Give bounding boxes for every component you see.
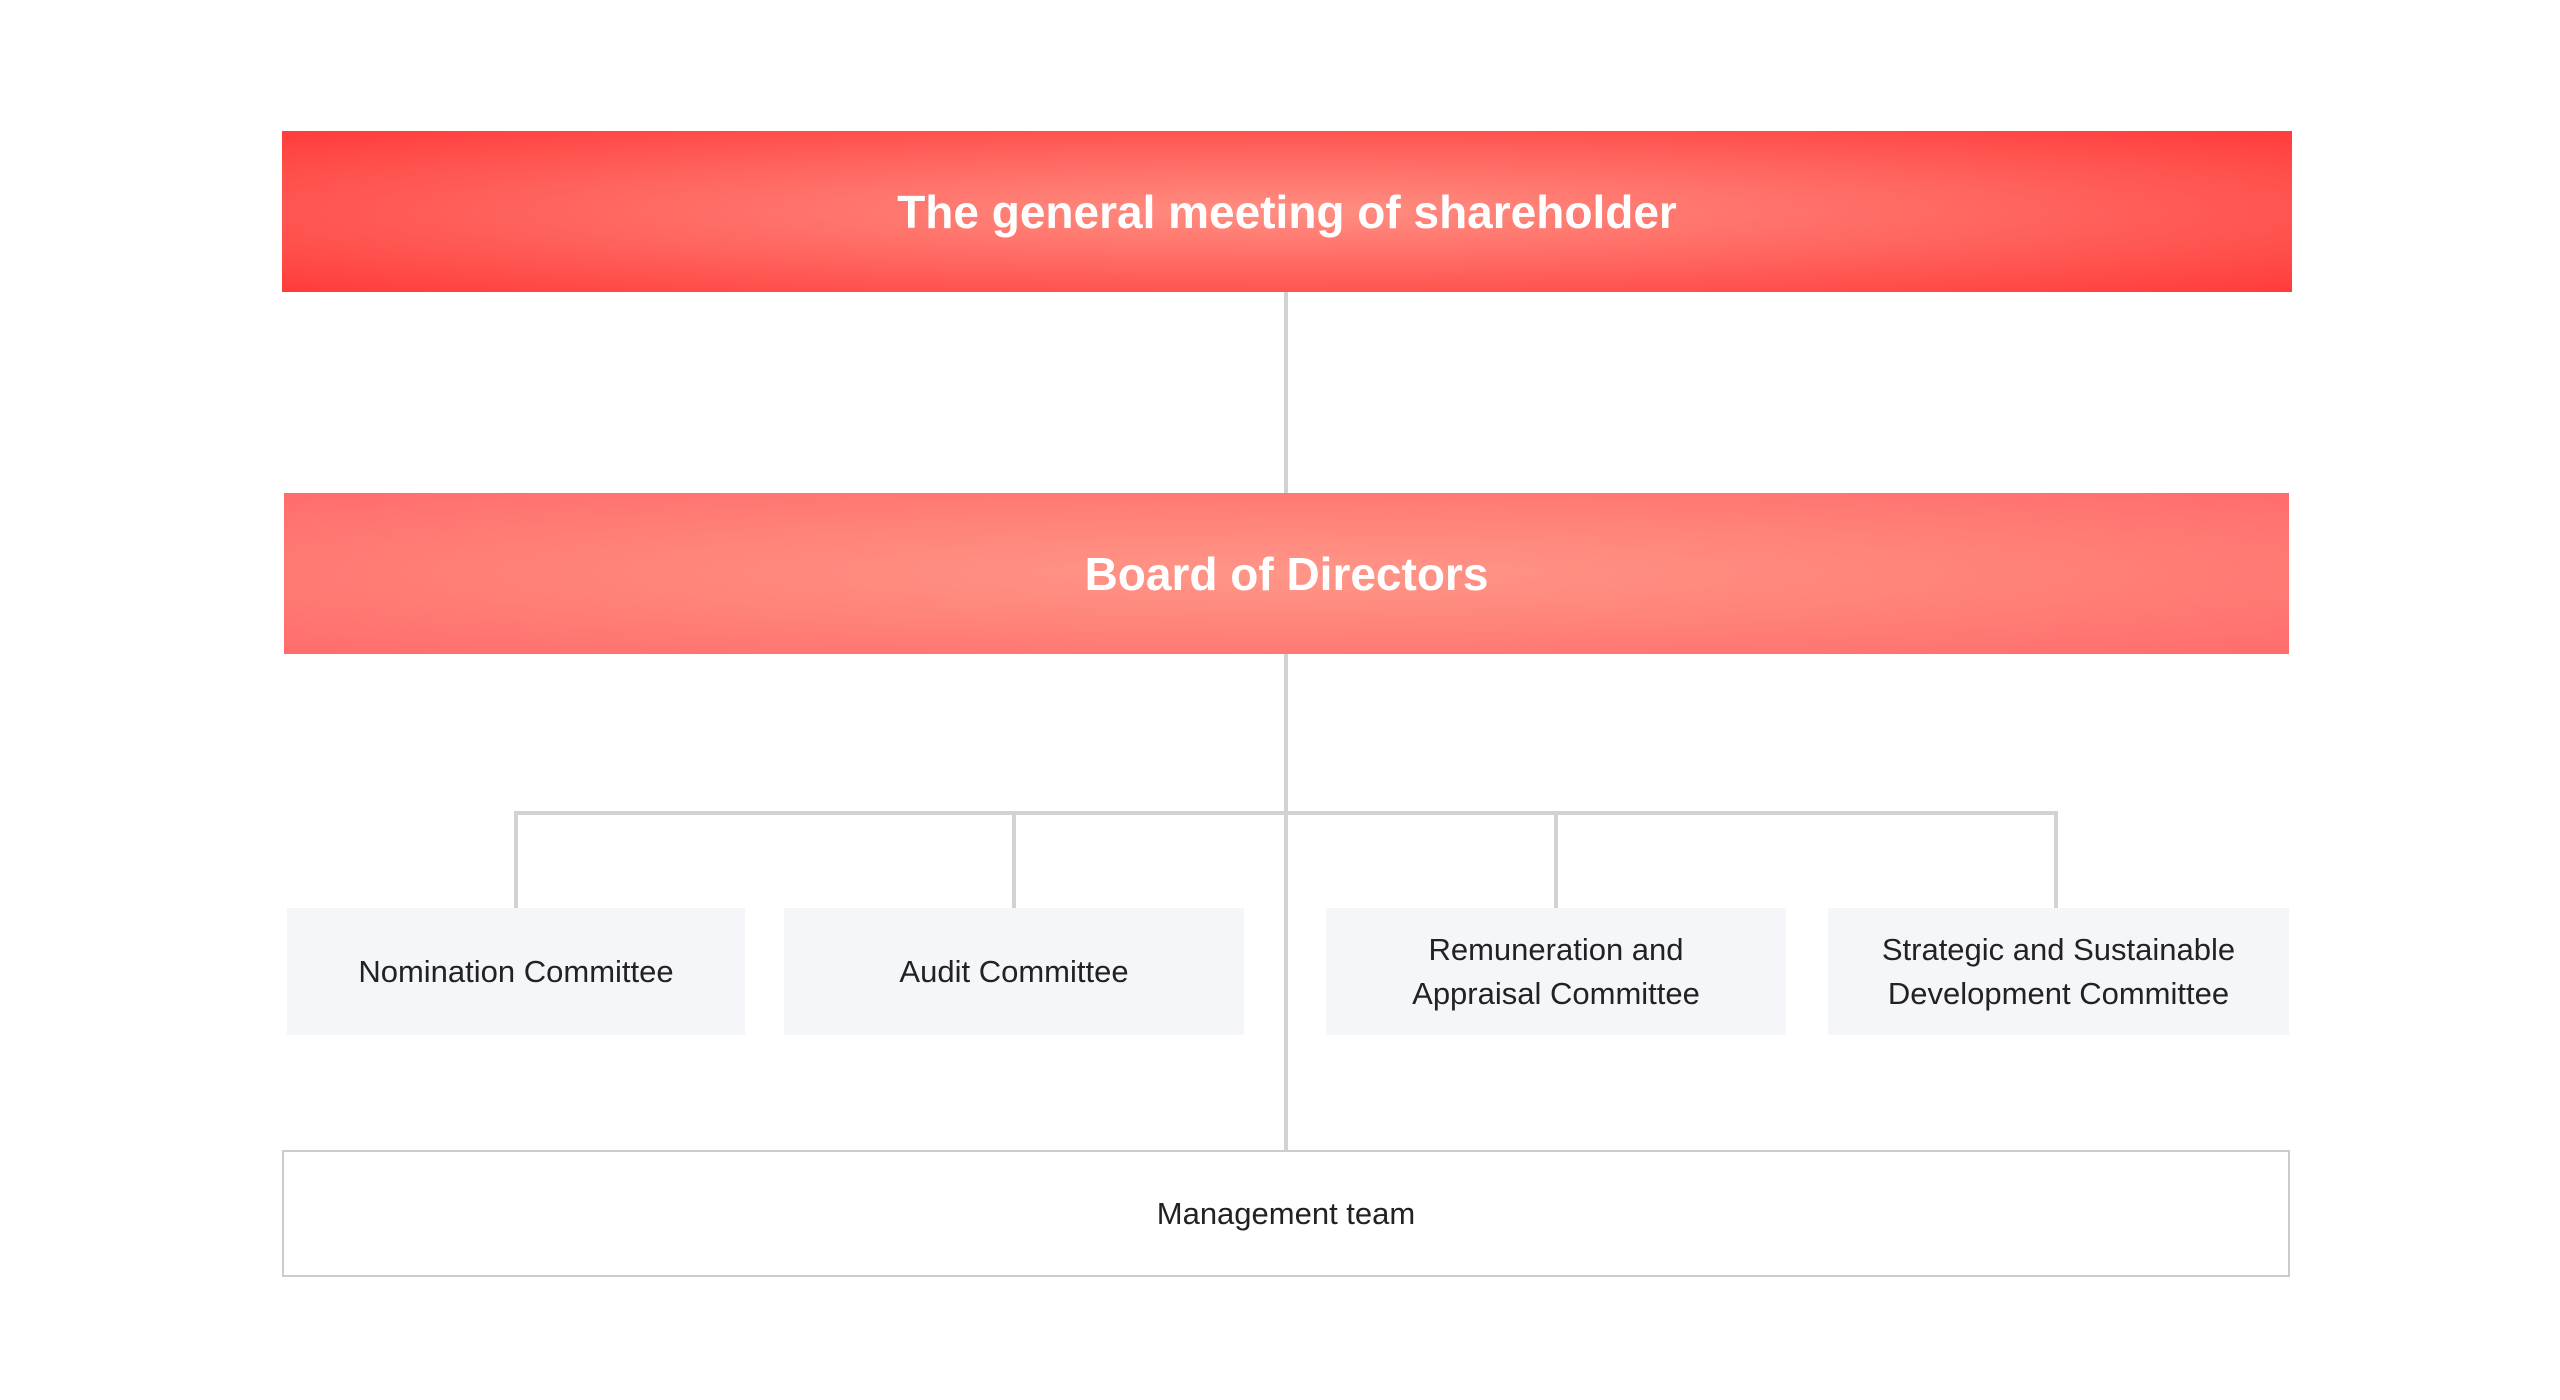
- shareholders-meeting-label: The general meeting of shareholder: [897, 185, 1677, 238]
- management-team-box: Management team: [282, 1150, 2290, 1277]
- board-of-directors-label: Board of Directors: [1084, 547, 1489, 600]
- strategic-sustainable-development-committee-label: Strategic and Sustainable Development Co…: [1881, 931, 2236, 1011]
- remuneration-appraisal-committee-label: Remuneration and Appraisal Committee: [1412, 931, 1700, 1011]
- board-of-directors-box: Board of Directors: [284, 493, 2289, 654]
- management-team-label: Management team: [1156, 1195, 1416, 1231]
- audit-committee-label: Audit Committee: [899, 953, 1129, 989]
- shareholders-meeting-box: The general meeting of shareholder: [282, 131, 2292, 292]
- remuneration-appraisal-committee-box: Remuneration and Appraisal Committee: [1326, 908, 1786, 1035]
- audit-committee-box: Audit Committee: [784, 908, 1244, 1035]
- nomination-committee-box: Nomination Committee: [287, 908, 745, 1035]
- nomination-committee-label: Nomination Committee: [358, 953, 674, 989]
- strategic-sustainable-development-committee-box: Strategic and Sustainable Development Co…: [1828, 908, 2289, 1035]
